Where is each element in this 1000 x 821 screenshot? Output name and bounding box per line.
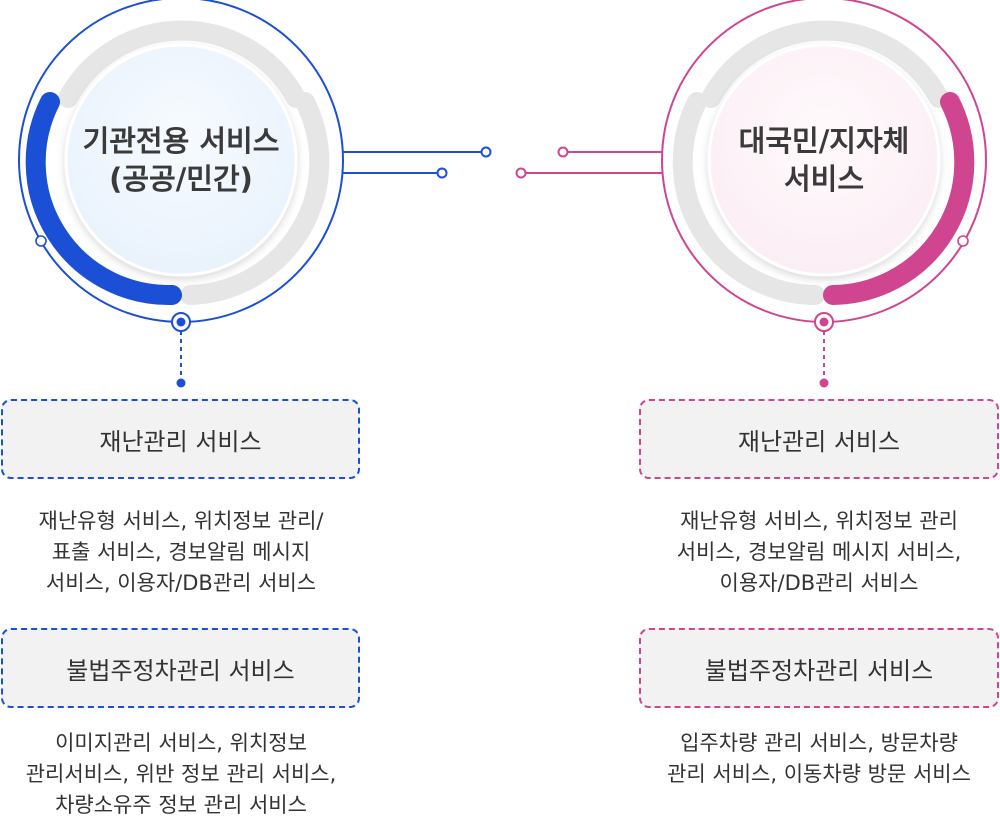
left-blue-arc — [25, 92, 182, 306]
right-disaster-label: 재난관리 서비스 — [737, 427, 901, 456]
left-gray-arc-top — [58, 20, 306, 108]
left-connector-dot — [176, 378, 186, 388]
right-title-line-1: 대국민/지자체 — [738, 124, 910, 158]
right-ring-dot — [957, 235, 969, 247]
left-bottom-node-core — [176, 317, 186, 327]
right-parking-box: 불법주정차관리 서비스 — [639, 628, 999, 708]
right-parking-desc: 입주차량 관리 서비스, 방문차량 관리 서비스, 이동차량 방문 서비스 — [667, 731, 971, 786]
right-gray-arc-top — [701, 20, 949, 108]
right-disaster-box: 재난관리 서비스 — [639, 399, 999, 479]
left-parking-box: 불법주정차관리 서비스 — [1, 628, 360, 708]
left-circle-title: 기관전용 서비스 (공공/민간) — [66, 122, 296, 198]
left-inner-disc — [64, 43, 298, 277]
right-title-line-2: 서비스 — [783, 162, 865, 196]
left-connectors — [343, 146, 492, 179]
right-circle — [661, 0, 987, 388]
right-gray-arc-left — [672, 92, 825, 305]
right-inner-disc — [707, 43, 941, 277]
left-title-line-2: (공공/민간) — [109, 162, 253, 196]
left-disaster-box: 재난관리 서비스 — [1, 399, 360, 479]
right-pink-arc — [823, 92, 975, 305]
right-circle-title: 대국민/지자체 서비스 — [709, 122, 939, 198]
left-circle — [18, 0, 344, 388]
right-connector-dot — [819, 378, 829, 388]
left-disaster-label: 재난관리 서비스 — [99, 427, 262, 456]
right-connectors — [515, 146, 664, 179]
right-bottom-node-core — [819, 317, 829, 327]
left-title-line-1: 기관전용 서비스 — [82, 124, 280, 158]
left-ring-dot — [35, 235, 47, 247]
left-disaster-desc: 재난유형 서비스, 위치정보 관리/ 표출 서비스, 경보알림 메시지 서비스,… — [38, 509, 324, 595]
left-parking-label: 불법주정차관리 서비스 — [66, 656, 295, 685]
left-gray-arc-right — [180, 92, 330, 305]
right-disaster-desc: 재난유형 서비스, 위치정보 관리 서비스, 경보알림 메시지 서비스, 이용자… — [676, 509, 962, 595]
left-parking-desc: 이미지관리 서비스, 위치정보 관리서비스, 위반 정보 관리 서비스, 차량소… — [25, 731, 337, 817]
right-parking-label: 불법주정차관리 서비스 — [704, 656, 934, 685]
